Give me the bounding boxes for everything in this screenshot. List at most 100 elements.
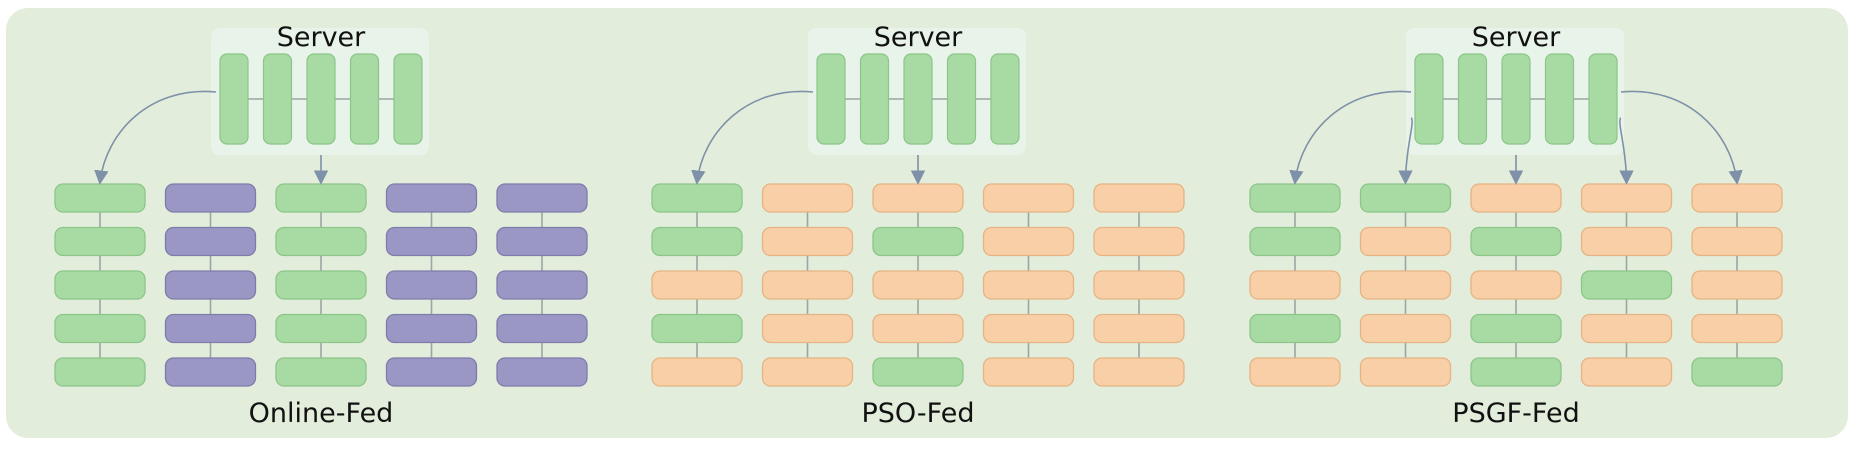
client-layer-block xyxy=(1691,357,1783,387)
server-to-client-arrow xyxy=(1289,90,1412,185)
server-to-client-arrow xyxy=(94,90,217,185)
client-layer-block xyxy=(1249,357,1341,387)
client-layer-block xyxy=(651,270,743,300)
client-layer-block xyxy=(164,313,257,344)
client-layer-block xyxy=(54,183,146,213)
server-layer xyxy=(1588,53,1618,145)
server-label: Server xyxy=(276,22,366,53)
client-layer-block xyxy=(164,226,257,257)
client-layer-block xyxy=(761,357,854,387)
server-layer xyxy=(990,53,1020,145)
client-layer-block xyxy=(496,270,588,300)
client-layer-block xyxy=(1249,270,1341,300)
client-layer-block xyxy=(651,313,743,344)
client-layer-block xyxy=(1359,357,1452,387)
client-layer-block xyxy=(651,183,743,213)
client-layer-block xyxy=(651,357,743,387)
server-layer xyxy=(1544,53,1575,145)
client-layer-block xyxy=(1249,183,1341,213)
server-layer xyxy=(859,53,890,145)
server-to-client-arrow xyxy=(691,90,814,185)
client-layer-block xyxy=(1093,313,1185,344)
server-layer xyxy=(1414,53,1444,145)
client-layer-block xyxy=(1359,313,1452,344)
client-layer-block xyxy=(496,357,588,387)
panel-title: Online-Fed xyxy=(248,398,394,429)
client-layer-block xyxy=(1470,226,1562,257)
client-layer-block xyxy=(1093,357,1185,387)
client-layer-block xyxy=(164,183,257,213)
client-layer-block xyxy=(275,183,367,213)
client-layer-block xyxy=(872,357,964,387)
client-layer-block xyxy=(1580,270,1673,300)
client-layer-block xyxy=(1580,313,1673,344)
client-layer-block xyxy=(1691,313,1783,344)
client-layer-block xyxy=(1580,357,1673,387)
server-layer xyxy=(306,53,336,145)
server-layer xyxy=(1457,53,1488,145)
client-layer-block xyxy=(872,270,964,300)
server-layer xyxy=(262,53,293,145)
client-layer-block xyxy=(1580,183,1673,213)
server-layer xyxy=(903,53,933,145)
client-layer-block xyxy=(761,183,854,213)
client-layer-block xyxy=(1691,226,1783,257)
server-layer xyxy=(219,53,249,145)
server-to-client-arrow xyxy=(1619,117,1634,185)
client-layer-block xyxy=(1470,313,1562,344)
server-to-client-arrow xyxy=(1620,90,1743,185)
client-layer-block xyxy=(1580,226,1673,257)
server-layer xyxy=(816,53,846,145)
server-layer xyxy=(946,53,977,145)
client-layer-block xyxy=(761,313,854,344)
server-label: Server xyxy=(873,22,963,53)
client-layer-block xyxy=(651,226,743,257)
client-layer-block xyxy=(761,226,854,257)
client-layer-block xyxy=(872,183,964,213)
client-layer-block xyxy=(1359,226,1452,257)
panel-title: PSGF-Fed xyxy=(1452,398,1580,429)
client-layer-block xyxy=(1093,270,1185,300)
client-layer-block xyxy=(1093,183,1185,213)
client-layer-block xyxy=(385,270,478,300)
client-layer-block xyxy=(385,357,478,387)
server-layer xyxy=(1501,53,1531,145)
server-layer xyxy=(393,53,423,145)
client-layer-block xyxy=(1249,226,1341,257)
client-layer-block xyxy=(54,226,146,257)
client-layer-block xyxy=(1359,270,1452,300)
client-layer-block xyxy=(761,270,854,300)
client-layer-block xyxy=(54,270,146,300)
server-label: Server xyxy=(1471,22,1561,53)
client-layer-block xyxy=(1691,183,1783,213)
client-layer-block xyxy=(1249,313,1341,344)
client-layer-block xyxy=(54,313,146,344)
client-layer-block xyxy=(982,226,1075,257)
client-layer-block xyxy=(54,357,146,387)
client-layer-block xyxy=(872,226,964,257)
client-layer-block xyxy=(982,270,1075,300)
panel-title: PSO-Fed xyxy=(861,398,975,429)
client-layer-block xyxy=(496,226,588,257)
client-layer-block xyxy=(1470,357,1562,387)
client-layer-block xyxy=(1359,183,1452,213)
client-layer-block xyxy=(275,313,367,344)
client-layer-block xyxy=(1691,270,1783,300)
client-layer-block xyxy=(1470,183,1562,213)
client-layer-block xyxy=(496,313,588,344)
server-layer xyxy=(349,53,380,145)
client-layer-block xyxy=(982,313,1075,344)
client-layer-block xyxy=(982,357,1075,387)
client-layer-block xyxy=(275,226,367,257)
client-layer-block xyxy=(1470,270,1562,300)
client-layer-block xyxy=(496,183,588,213)
client-layer-block xyxy=(385,226,478,257)
client-layer-block xyxy=(164,357,257,387)
client-layer-block xyxy=(275,357,367,387)
server-to-client-arrow xyxy=(1398,117,1413,185)
client-layer-block xyxy=(1093,226,1185,257)
client-layer-block xyxy=(164,270,257,300)
client-layer-block xyxy=(872,313,964,344)
